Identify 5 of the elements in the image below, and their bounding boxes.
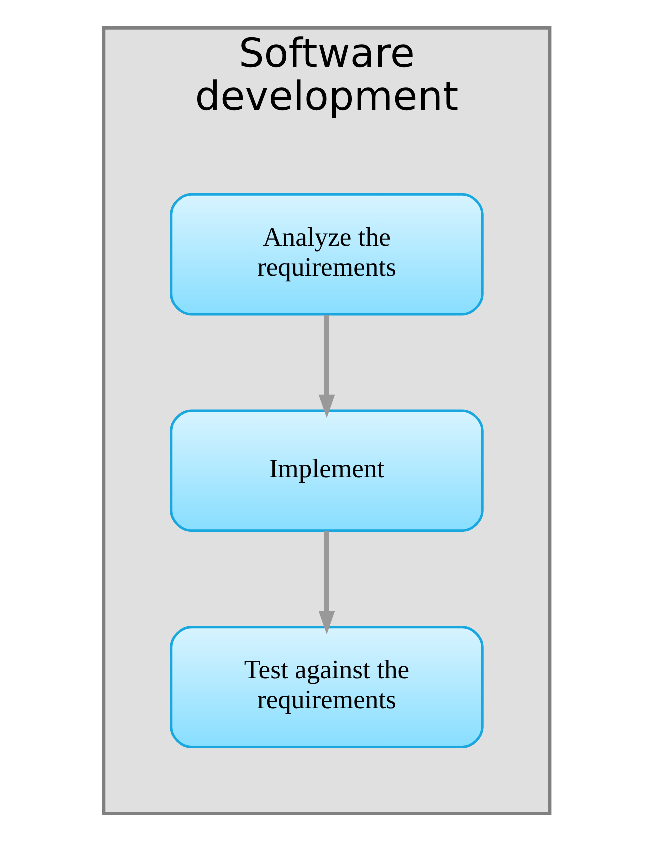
arrow: [318, 531, 336, 635]
arrow: [318, 315, 336, 418]
node-box: Analyze the requirements: [170, 193, 484, 316]
node-box: Implement: [170, 410, 484, 532]
node-box: Test against the requirements: [170, 626, 484, 748]
